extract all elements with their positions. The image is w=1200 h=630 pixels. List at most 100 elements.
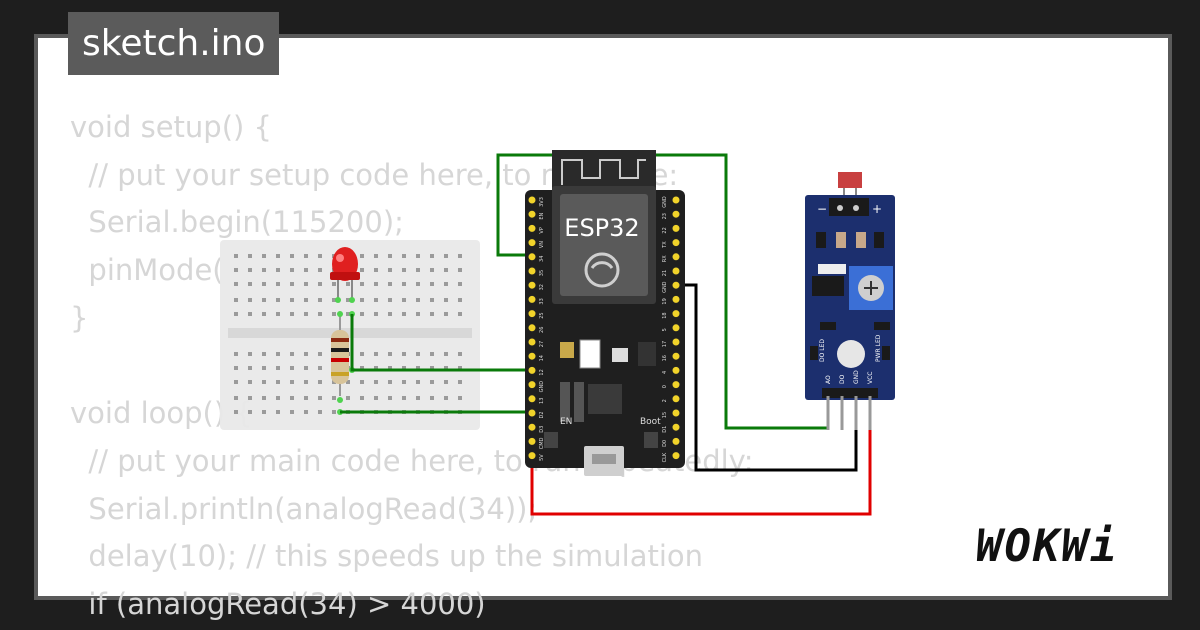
sketch-title: sketch.ino (68, 12, 280, 75)
code-line: Serial.begin(115200); (70, 205, 404, 240)
esp32-right-pin-label: 5 (662, 328, 668, 331)
esp32-right-pin[interactable] (671, 408, 681, 418)
esp32-left-pin[interactable] (527, 195, 537, 205)
sensor-pin-label: AO (825, 375, 832, 384)
esp32-right-pin-label: GND (662, 281, 668, 293)
esp32-left-pin[interactable] (527, 238, 537, 248)
code-line: void setup() { (70, 110, 272, 144)
esp32-right-pin[interactable] (671, 223, 681, 233)
esp32-right-pin[interactable] (671, 309, 681, 319)
esp32-right-pin-label: 21 (662, 270, 668, 276)
esp32-left-pin-label: 25 (539, 312, 545, 318)
esp32-left-pin[interactable] (527, 365, 537, 375)
esp32-left-pin-label: VP (539, 227, 545, 233)
red-led[interactable] (330, 247, 360, 300)
esp32-right-pin-label: 17 (662, 341, 668, 347)
esp32-left-pin-label: 13 (539, 398, 545, 404)
esp32-left-pin[interactable] (527, 422, 537, 432)
esp32-right-pin[interactable] (671, 294, 681, 304)
esp32-right-pin[interactable] (671, 451, 681, 461)
code-line: Serial.println(analogRead(34)); (70, 491, 538, 526)
esp32-left-pin-label: 34 (539, 256, 545, 262)
esp32-right-pin-label: 4 (662, 371, 668, 374)
sensor-pin-label: GND (853, 370, 860, 384)
esp32-left-pin[interactable] (527, 408, 537, 418)
esp32-left-pin[interactable] (527, 266, 537, 276)
esp32-right-pin-label: 23 (662, 213, 668, 219)
esp32-left-pin-label: 33 (539, 298, 545, 304)
code-line: if (analogRead(34) > 4000) (70, 586, 486, 621)
pwr-led-label: PWR LED (875, 334, 882, 362)
en-button[interactable] (544, 432, 558, 448)
esp32-right-pin[interactable] (671, 436, 681, 446)
esp32-left-pin[interactable] (527, 451, 537, 461)
esp32-right-pin[interactable] (671, 280, 681, 290)
esp32-left-pin[interactable] (527, 294, 537, 304)
esp32-left-pin[interactable] (527, 337, 537, 347)
esp32-right-pin-label: CLK (662, 452, 668, 462)
sensor-plus-label: + (872, 202, 882, 216)
esp32-right-pin-label: 0 (662, 385, 668, 388)
esp32-right-pin[interactable] (671, 266, 681, 276)
esp32-left-pin-label: 32 (539, 284, 545, 290)
boot-button[interactable] (644, 432, 658, 448)
esp32-left-pin[interactable] (527, 323, 537, 333)
esp32-right-pin-label: 19 (662, 298, 668, 304)
esp32-left-pin[interactable] (527, 209, 537, 219)
esp32-right-pin[interactable] (671, 380, 681, 390)
esp32-right-pin[interactable] (671, 351, 681, 361)
resistor[interactable] (331, 312, 349, 396)
esp32-right-pin-label: D0 (662, 440, 668, 447)
esp32-right-pin[interactable] (671, 337, 681, 347)
esp32-right-pin[interactable] (671, 252, 681, 262)
esp32-left-pin[interactable] (527, 280, 537, 290)
breadboard[interactable] (220, 240, 480, 430)
code-line: pinMode( (70, 253, 224, 288)
sensor-minus-label: − (817, 202, 827, 216)
sensor-pin-label: DO (839, 374, 846, 384)
esp32-left-pin[interactable] (527, 394, 537, 404)
esp32-left-pin-label: 35 (539, 270, 545, 276)
esp32-right-pin-label: 16 (662, 355, 668, 361)
wokwi-logo: WOKWi (976, 521, 1119, 572)
esp32-left-pin[interactable] (527, 380, 537, 390)
esp32-left-pin-label: VN (539, 241, 545, 248)
esp32-right-pin-label: 22 (662, 227, 668, 233)
esp32-left-pin[interactable] (527, 351, 537, 361)
en-label: EN (560, 417, 572, 427)
photoresistor-module[interactable]: − + DO LED PWR LED AO DO GND VCC (805, 172, 895, 430)
do-led-label: DO LED (819, 339, 826, 362)
code-line: delay(10); // this speeds up the simulat… (70, 539, 704, 574)
esp32-right-pin-label: 18 (662, 312, 668, 318)
esp32-left-pin-label: 5V (539, 454, 545, 461)
sensor-pin-labels: AO DO GND VCC (825, 370, 874, 384)
esp32-right-pin[interactable] (671, 323, 681, 333)
esp32-right-pin[interactable] (671, 422, 681, 432)
esp32-label: ESP32 (564, 214, 639, 242)
esp32-left-pin[interactable] (527, 309, 537, 319)
esp32-left-pin-label: CMD (539, 437, 545, 449)
esp32-left-pin[interactable] (527, 223, 537, 233)
esp32-left-pin[interactable] (527, 436, 537, 446)
sensor-pin-label: VCC (867, 372, 874, 384)
esp32-left-pin-label: 3V3 (539, 197, 545, 207)
esp32-right-pin[interactable] (671, 365, 681, 375)
esp32-right-pin[interactable] (671, 394, 681, 404)
esp32-right-pin-label: RX (662, 255, 668, 262)
esp32-right-pin-label: TX (662, 241, 668, 249)
sensor-pin-legs (826, 396, 872, 430)
esp32-right-pin-label: GND (662, 196, 668, 208)
code-line: } (70, 300, 89, 335)
esp32-left-pin-label: GND (539, 381, 545, 393)
breadboard-holes (234, 254, 462, 414)
esp32-right-pin[interactable] (671, 238, 681, 248)
esp32-right-pin[interactable] (671, 209, 681, 219)
code-editor[interactable]: void setup() { // put your setup code he… (70, 104, 754, 629)
esp32-left-pin-label: 26 (539, 327, 545, 333)
wire-led-to-esp32 (350, 314, 532, 372)
esp32-right-pin[interactable] (671, 195, 681, 205)
esp32-board[interactable]: ESP32 EN Boot 3V3ENVPVN34353233252627141… (525, 150, 685, 476)
esp32-left-pin[interactable] (527, 252, 537, 262)
wire-gnd-black (676, 283, 858, 472)
